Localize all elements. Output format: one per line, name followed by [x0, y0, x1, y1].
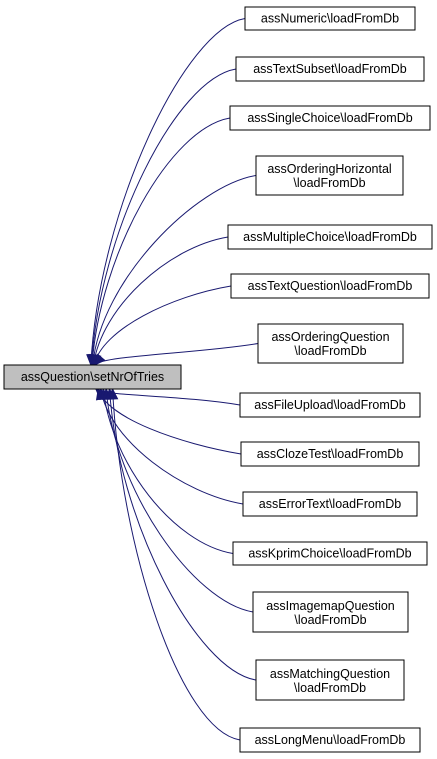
- edges: [86, 18, 259, 741]
- node-textsubset-label: assTextSubset\loadFromDb: [253, 62, 407, 76]
- node-errortext[interactable]: assErrorText\loadFromDb: [242, 491, 418, 517]
- arrowhead-orderingquestion: [93, 353, 106, 366]
- node-longmenu-label: assLongMenu\loadFromDb: [255, 733, 406, 747]
- node-numeric[interactable]: assNumeric\loadFromDb: [244, 6, 416, 31]
- edge-textquestion: [93, 285, 232, 366]
- node-kprimchoice[interactable]: assKprimChoice\loadFromDb: [232, 541, 428, 566]
- node-fileupload-label: assFileUpload\loadFromDb: [254, 398, 406, 412]
- edge-textsubset: [90, 68, 237, 366]
- node-singlechoice-label: assSingleChoice\loadFromDb: [247, 111, 412, 125]
- edge-errortext: [100, 388, 244, 505]
- node-numeric-label: assNumeric\loadFromDb: [261, 12, 399, 26]
- edge-multiplechoice: [92, 236, 229, 366]
- node-root-label: assQuestion\setNrOfTries: [21, 370, 164, 384]
- edge-matchingquestion: [109, 388, 257, 681]
- node-orderingquestion-label-2: \loadFromDb: [294, 344, 366, 358]
- node-orderingquestion-label-1: assOrderingQuestion: [271, 330, 389, 344]
- node-matchingquestion-label-1: assMatchingQuestion: [270, 667, 390, 681]
- node-fileupload[interactable]: assFileUpload\loadFromDb: [239, 392, 421, 418]
- node-singlechoice[interactable]: assSingleChoice\loadFromDb: [229, 105, 431, 131]
- edge-orderingquestion: [94, 343, 259, 366]
- node-imagemapquestion-label-2: \loadFromDb: [294, 613, 366, 627]
- node-textquestion-label: assTextQuestion\loadFromDb: [248, 279, 413, 293]
- node-clozetest-label: assClozeTest\loadFromDb: [257, 447, 404, 461]
- node-orderinghorizontal-label-2: \loadFromDb: [293, 176, 365, 190]
- node-errortext-label: assErrorText\loadFromDb: [259, 497, 401, 511]
- node-imagemapquestion-label-1: assImagemapQuestion: [266, 599, 395, 613]
- node-textsubset[interactable]: assTextSubset\loadFromDb: [235, 56, 425, 82]
- edge-orderinghorizontal: [92, 175, 257, 366]
- edge-kprimchoice: [102, 388, 234, 554]
- edge-imagemapquestion: [105, 388, 254, 613]
- node-matchingquestion-label-2: \loadFromDb: [294, 681, 366, 695]
- node-orderinghorizontal[interactable]: assOrderingHorizontal \loadFromDb: [255, 155, 404, 196]
- node-textquestion[interactable]: assTextQuestion\loadFromDb: [230, 273, 430, 299]
- node-root[interactable]: assQuestion\setNrOfTries: [3, 364, 182, 390]
- edge-singlechoice: [91, 117, 231, 366]
- edge-numeric: [90, 18, 246, 366]
- edge-longmenu: [112, 388, 241, 741]
- node-clozetest[interactable]: assClozeTest\loadFromDb: [240, 441, 420, 467]
- node-longmenu[interactable]: assLongMenu\loadFromDb: [239, 727, 421, 753]
- node-orderingquestion[interactable]: assOrderingQuestion \loadFromDb: [257, 323, 404, 364]
- node-imagemapquestion[interactable]: assImagemapQuestion \loadFromDb: [252, 591, 409, 633]
- node-kprimchoice-label: assKprimChoice\loadFromDb: [248, 547, 411, 561]
- edge-fileupload: [95, 388, 241, 406]
- node-orderinghorizontal-label-1: assOrderingHorizontal: [267, 162, 391, 176]
- node-matchingquestion[interactable]: assMatchingQuestion \loadFromDb: [255, 659, 405, 701]
- edge-clozetest: [97, 388, 242, 455]
- node-multiplechoice-label: assMultipleChoice\loadFromDb: [243, 230, 417, 244]
- node-multiplechoice[interactable]: assMultipleChoice\loadFromDb: [227, 224, 433, 250]
- arrowhead-longmenu: [107, 387, 119, 400]
